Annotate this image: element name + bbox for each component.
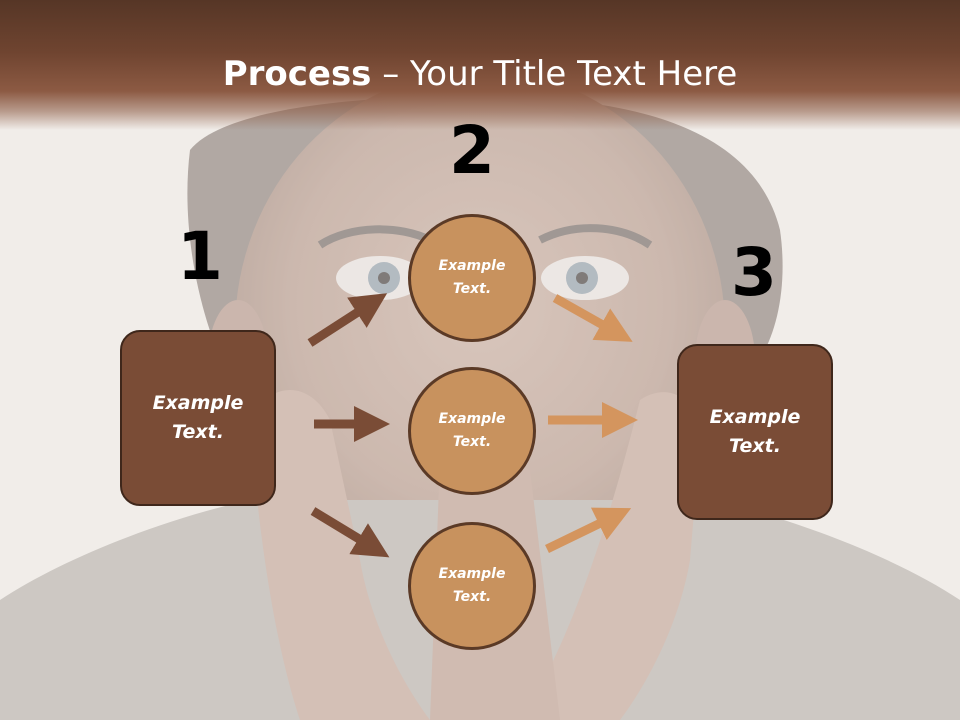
circle-bottom[interactable]: Example Text. <box>408 522 536 650</box>
slide-title: Process – Your Title Text Here <box>0 52 960 96</box>
arrow-bottom-to-right <box>545 507 632 554</box>
left-box-label: Example Text. <box>152 392 244 443</box>
step-number-2: 2 <box>449 112 495 189</box>
circle-middle[interactable]: Example Text. <box>408 367 536 495</box>
step-number-1: 1 <box>177 218 223 295</box>
right-process-box[interactable]: Example Text. <box>677 344 833 520</box>
right-box-label: Example Text. <box>709 406 801 457</box>
title-rest: – Your Title Text Here <box>371 54 738 94</box>
circle-bottom-label: Example Text. <box>438 566 506 605</box>
title-bold: Process <box>222 54 372 94</box>
title-band <box>0 0 960 130</box>
circle-middle-label: Example Text. <box>438 411 506 450</box>
circle-top-label: Example Text. <box>438 258 506 297</box>
circle-top[interactable]: Example Text. <box>408 214 536 342</box>
step-number-3: 3 <box>731 234 777 311</box>
arrow-left-to-bottom <box>310 507 390 558</box>
arrow-left-to-top <box>307 293 388 347</box>
arrow-top-to-right <box>552 294 633 342</box>
left-process-box[interactable]: Example Text. <box>120 330 276 506</box>
